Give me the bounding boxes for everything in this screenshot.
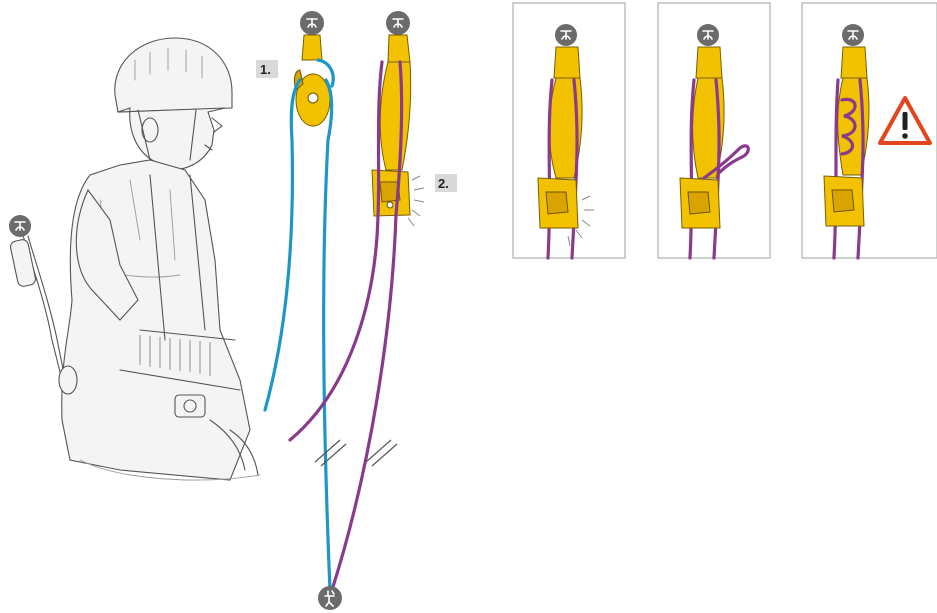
panel-knot-warning [802,3,937,258]
top-anchor-1 [300,11,324,35]
panel-correct-catch [513,3,625,258]
top-anchor-2 [386,11,410,35]
step-1-label: 1. [256,60,278,78]
pulley-device [294,70,330,126]
head [118,108,225,170]
step-2-label: 2. [435,174,457,192]
left-anchor [9,215,31,237]
rope-cut-marks [315,440,397,466]
blue-rope [265,80,300,410]
helmet [115,38,232,112]
worker-figure [9,38,260,480]
bottom-rescuer [318,586,342,610]
catch-motion-marks [408,176,424,226]
panel-tied-off [658,3,770,258]
step-1-text: 1. [260,62,271,77]
step-2-text: 2. [438,176,449,191]
